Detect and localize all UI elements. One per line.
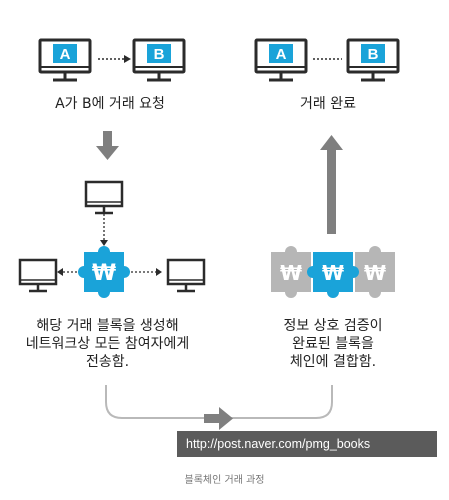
verify-line-3: 체인에 결합함. bbox=[289, 354, 377, 370]
monitor-icon: B bbox=[346, 38, 400, 82]
source-url-banner: http://post.naver.com/pmg_books bbox=[177, 431, 437, 457]
verify-line-2: 완료된 블록을 bbox=[292, 336, 374, 352]
won-symbol: ₩ bbox=[280, 261, 302, 285]
arrow-down-icon bbox=[96, 131, 119, 160]
complete-caption: 거래 완료 bbox=[300, 96, 356, 112]
arrow-right-icon bbox=[204, 407, 233, 430]
monitor-icon bbox=[84, 180, 124, 215]
monitor-label-a: A bbox=[276, 46, 287, 63]
broadcast-line-1: 해당 거래 블록을 생성해 bbox=[36, 318, 179, 334]
arrow-right-icon bbox=[124, 55, 131, 63]
monitor-icon: B bbox=[132, 38, 186, 82]
monitor-icon: A bbox=[38, 38, 92, 82]
monitor-icon bbox=[18, 258, 58, 293]
arrow-left-icon bbox=[57, 268, 63, 276]
won-symbol: ₩ bbox=[92, 261, 116, 286]
puzzle-block-icon bbox=[307, 252, 359, 298]
arrow-down-icon bbox=[100, 240, 108, 246]
puzzle-block-icon bbox=[355, 246, 395, 298]
arrow-right-icon bbox=[156, 268, 162, 276]
monitor-label-b: B bbox=[368, 46, 379, 63]
won-symbol: ₩ bbox=[322, 261, 344, 285]
monitor-icon: A bbox=[254, 38, 308, 82]
won-symbol: ₩ bbox=[364, 261, 386, 285]
figure-caption: 블록체인 거래 과정 bbox=[184, 475, 265, 486]
monitor-label-b: B bbox=[154, 46, 165, 63]
monitor-icon bbox=[166, 258, 206, 293]
broadcast-caption: 해당 거래 블록을 생성해 네트워크상 모든 참여자에게 전송함. bbox=[5, 317, 210, 371]
puzzle-block-icon bbox=[271, 246, 311, 298]
puzzle-block-icon bbox=[78, 246, 130, 298]
broadcast-line-3: 전송함. bbox=[85, 354, 130, 370]
arrow-up-icon bbox=[320, 135, 343, 234]
verify-line-1: 정보 상호 검증이 bbox=[283, 318, 383, 334]
request-caption: A가 B에 거래 요청 bbox=[55, 96, 165, 112]
monitor-label-a: A bbox=[60, 46, 71, 63]
broadcast-line-2: 네트워크상 모든 참여자에게 bbox=[25, 336, 190, 352]
verify-caption: 정보 상호 검증이 완료된 블록을 체인에 결합함. bbox=[258, 317, 408, 371]
